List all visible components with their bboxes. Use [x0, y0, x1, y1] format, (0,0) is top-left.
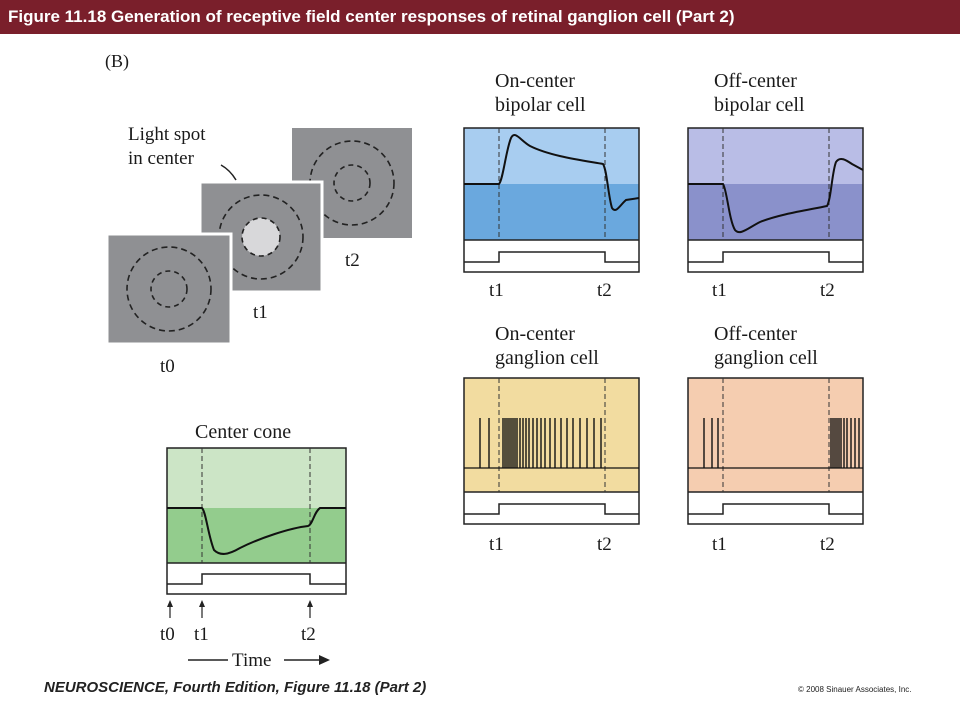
on-bipolar-stimulus	[464, 251, 639, 263]
off-bipolar-trace	[688, 157, 864, 234]
on-ganglion-title-line1: On-center	[495, 323, 575, 345]
footer-citation: NEUROSCIENCE, Fourth Edition, Figure 11.…	[44, 679, 427, 696]
light-spot-label-line1: Light spot	[128, 124, 206, 145]
off-ganglion-title-line2: ganglion cell	[714, 347, 818, 369]
off-bipolar-title-line1: Off-center	[714, 70, 797, 92]
title-bar: Figure 11.18 Generation of receptive fie…	[0, 0, 960, 34]
center-cone-trace	[167, 507, 346, 555]
center-cone-title: Center cone	[195, 421, 291, 443]
on-ganglion-tick-t1: t1	[489, 534, 504, 555]
on-ganglion-panel: On-center ganglion cell t1 t2	[463, 323, 640, 555]
off-ganglion-title-line1: Off-center	[714, 323, 797, 345]
on-bipolar-tick-t1: t1	[489, 280, 504, 301]
center-cone-panel: Center cone t0 t1 t2 Time	[160, 421, 347, 671]
figure-title: Figure 11.18 Generation of receptive fie…	[8, 7, 735, 26]
figure-diagram: (B) Light spot in center t0 t1 t2 Center…	[105, 51, 864, 671]
stimulus-frame-t0	[105, 232, 233, 346]
off-bipolar-panel: Off-center bipolar cell t1 t2	[687, 70, 864, 301]
on-bipolar-panel: On-center bipolar cell t1 t2	[463, 70, 640, 301]
light-spot	[241, 217, 281, 257]
on-ganglion-spike-train	[479, 418, 602, 468]
time-arrow-icon	[319, 655, 330, 665]
off-bipolar-tick-t1: t1	[712, 280, 727, 301]
frame-label-t0: t0	[160, 356, 175, 377]
center-cone-tick-t0: t0	[160, 624, 175, 645]
off-ganglion-tick-t2: t2	[820, 534, 835, 555]
on-bipolar-title-line2: bipolar cell	[495, 94, 586, 116]
off-ganglion-panel: Off-center ganglion cell t1 t2	[687, 323, 864, 555]
center-cone-stimulus	[167, 573, 346, 585]
footer-copyright: © 2008 Sinauer Associates, Inc.	[798, 685, 912, 694]
center-cone-tick-t2: t2	[301, 624, 316, 645]
on-bipolar-title-line1: On-center	[495, 70, 575, 92]
frame-label-t1: t1	[253, 302, 268, 323]
frame-label-t2: t2	[345, 250, 360, 271]
off-ganglion-tick-t1: t1	[712, 534, 727, 555]
on-ganglion-tick-t2: t2	[597, 534, 612, 555]
on-ganglion-title-line2: ganglion cell	[495, 347, 599, 369]
off-bipolar-stimulus	[688, 251, 863, 263]
time-axis-label: Time	[232, 650, 271, 671]
light-spot-label-line2: in center	[128, 148, 195, 169]
on-ganglion-stimulus	[464, 503, 639, 515]
on-bipolar-trace	[464, 134, 640, 211]
center-cone-tick-t1: t1	[194, 624, 209, 645]
light-spot-pointer	[220, 164, 237, 181]
off-bipolar-tick-t2: t2	[820, 280, 835, 301]
panel-label: (B)	[105, 51, 129, 72]
off-ganglion-spike-train	[703, 418, 860, 468]
on-bipolar-tick-t2: t2	[597, 280, 612, 301]
off-ganglion-stimulus	[688, 503, 863, 515]
off-bipolar-title-line2: bipolar cell	[714, 94, 805, 116]
